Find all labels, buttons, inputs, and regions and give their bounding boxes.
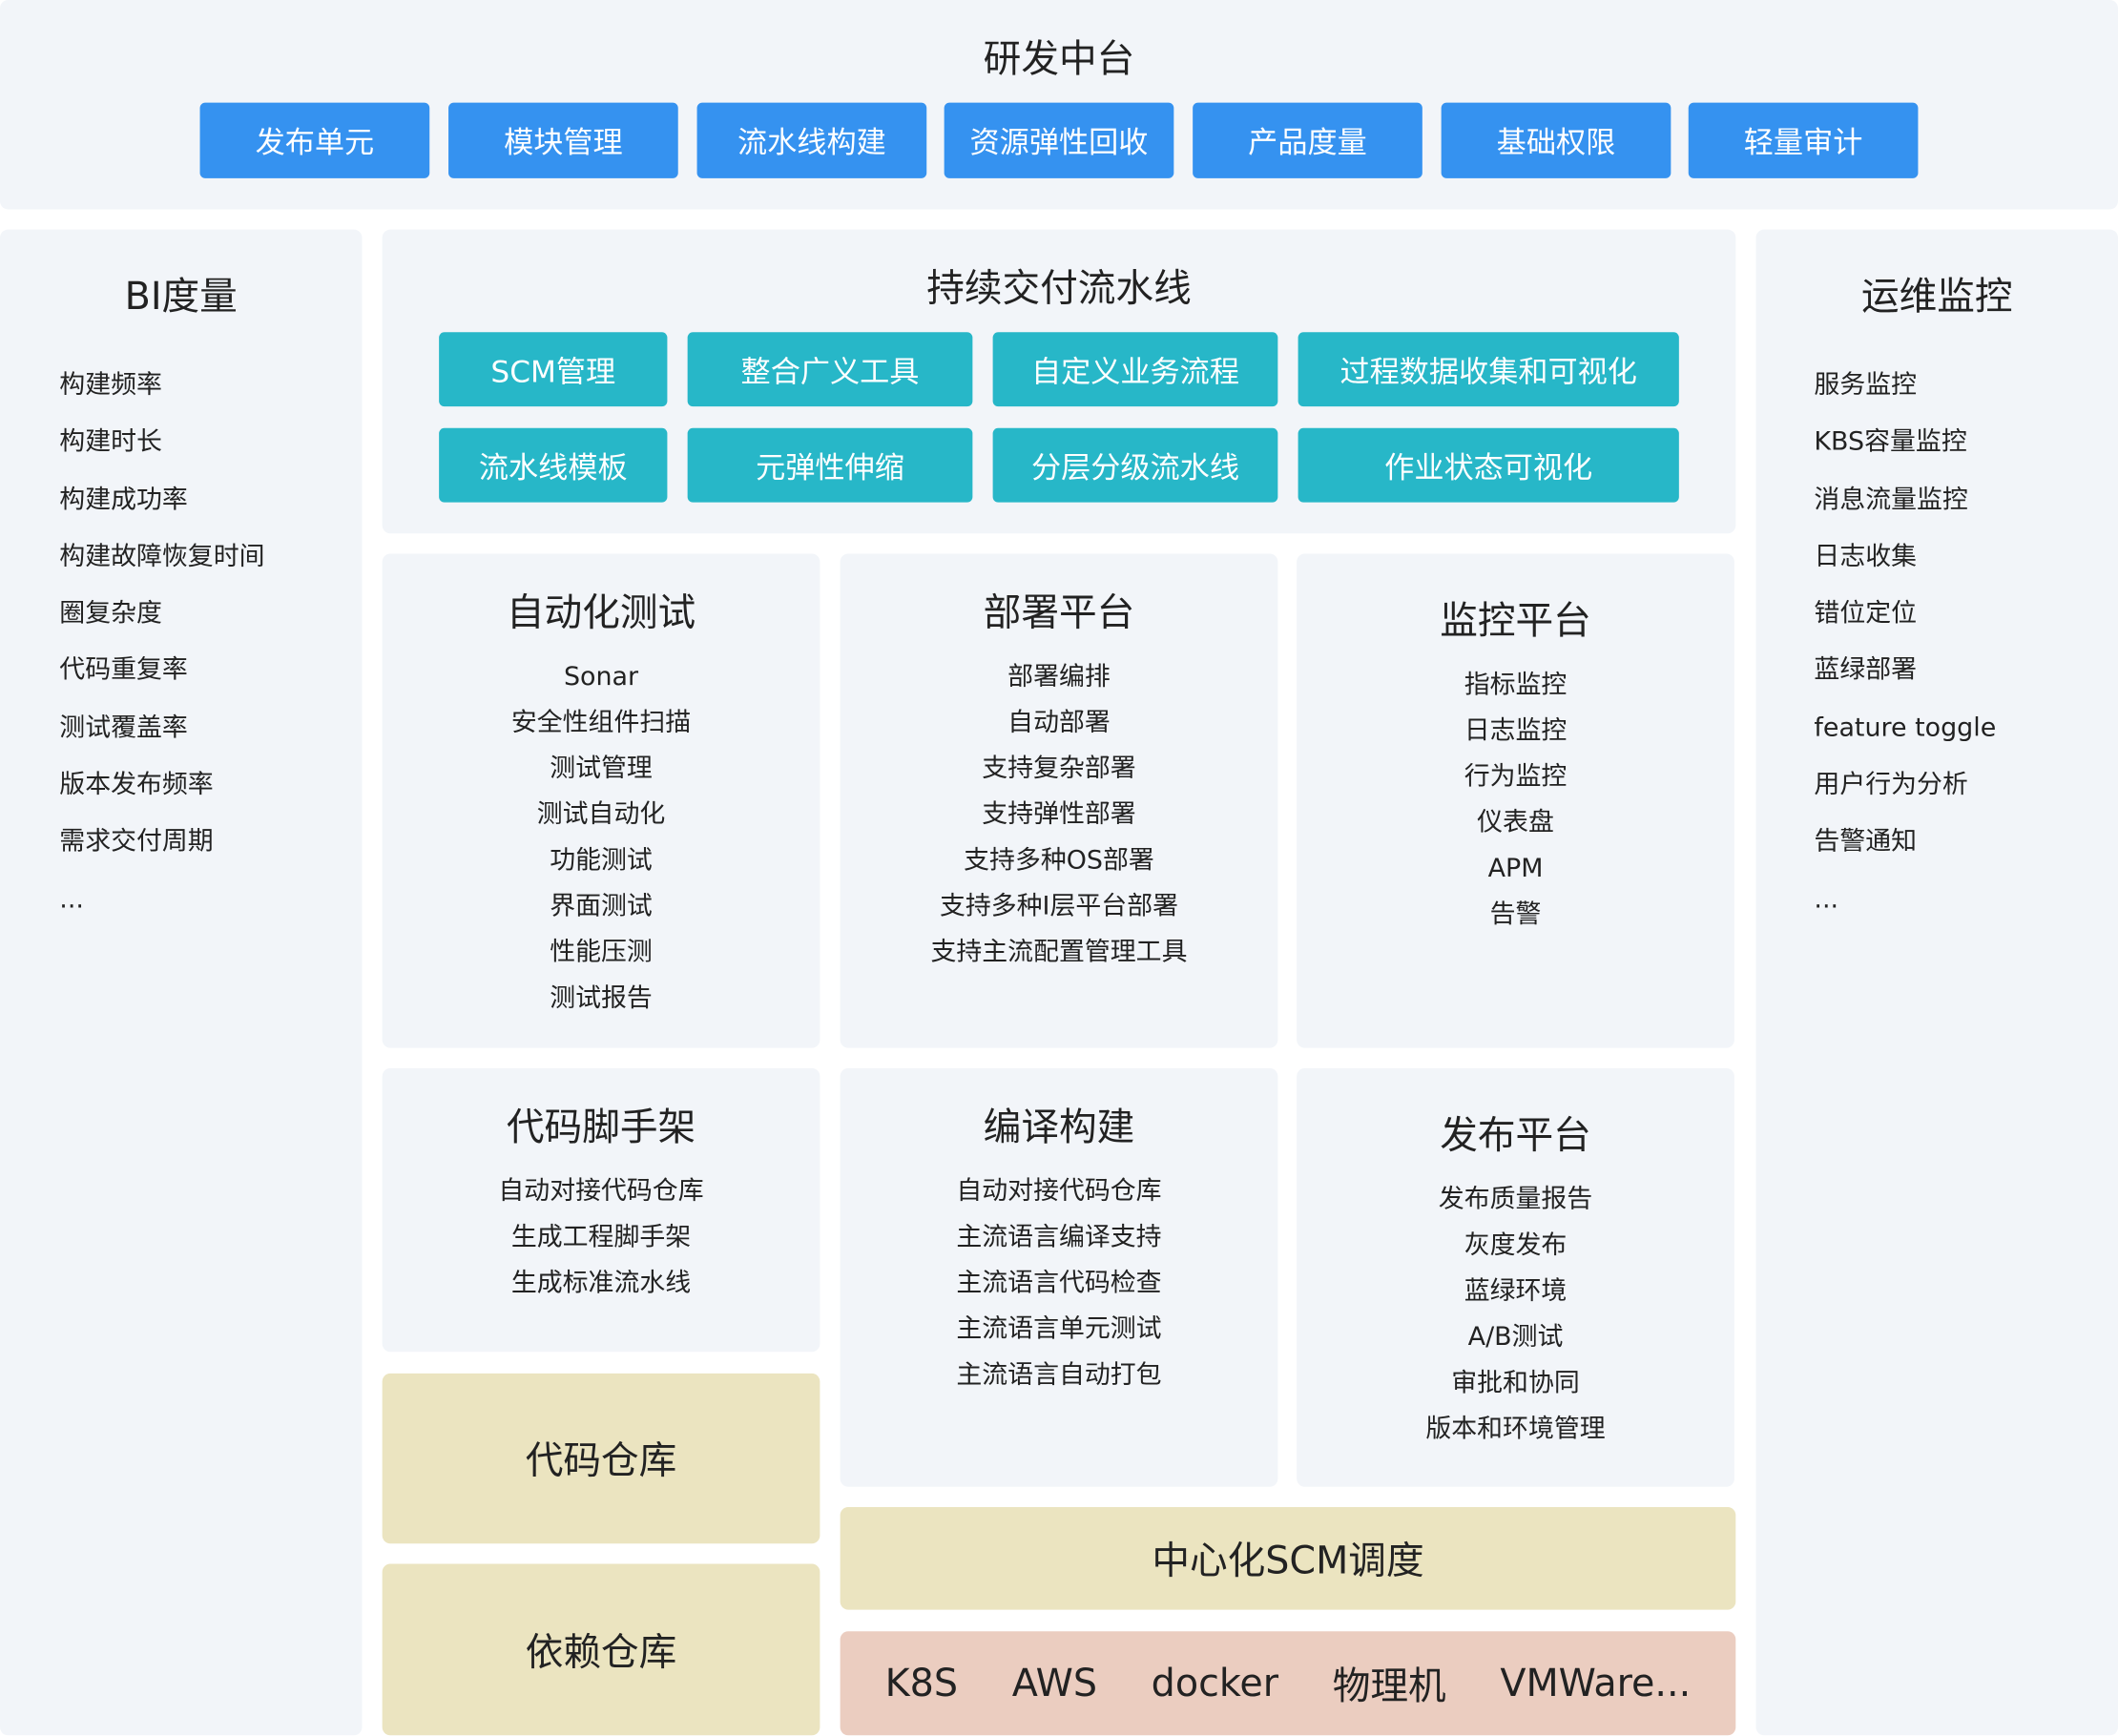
monitor-item: 日志监控 [1464, 715, 1568, 746]
autotest-item: 安全性组件扫描 [510, 707, 692, 738]
release-item: 蓝绿环境 [1464, 1275, 1568, 1307]
autotest-item: 测试自动化 [536, 799, 666, 830]
release-item: 灰度发布 [1464, 1230, 1568, 1260]
rd-module-button[interactable]: 产品度量 [1193, 102, 1422, 178]
cd-title: 持续交付流水线 [926, 265, 1192, 311]
release-item: 版本和环境管理 [1425, 1414, 1606, 1444]
infrastructure-block: K8S AWS docker 物理机 VMWare... [840, 1631, 1736, 1736]
rd-module-button[interactable]: 模块管理 [448, 102, 678, 178]
monitor-item: APM [1487, 853, 1544, 883]
autotest-panel: 自动化测试 Sonar 安全性组件扫描测试管理测试自动化功能测试界面测试性能压测测… [382, 553, 820, 1048]
monitor-panel: 监控平台 指标监控日志监控行为监控仪表盘 APM 告警 [1297, 553, 1734, 1048]
scaffold-title: 代码脚手架 [506, 1105, 696, 1149]
ops-monitor-item: 消息流量监控 [1814, 484, 1968, 514]
cd-feature-button[interactable]: 元弹性伸缩 [687, 427, 973, 503]
infra-item: VMWare... [1500, 1661, 1692, 1706]
monitor-item: 告警 [1489, 899, 1542, 930]
rd-platform-panel: 研发中台 发布单元模块管理流水线构建资源弹性回收产品度量基础权限轻量审计 [0, 0, 2118, 210]
infra-item: docker [1151, 1661, 1279, 1706]
cd-feature-button[interactable]: 过程数据收集和可视化 [1298, 332, 1679, 407]
autotest-item: 测试管理 [550, 754, 653, 784]
cd-pipeline-panel: 持续交付流水线 SCM管理整合广义工具自定义业务流程过程数据收集和可视化流水线模… [382, 229, 1736, 534]
scaffold-item: 自动对接代码仓库 [498, 1176, 704, 1207]
bi-metric-item: 版本发布频率 [59, 770, 214, 800]
rd-module-button[interactable]: 发布单元 [199, 102, 430, 178]
ops-monitor-item: KBS容量监控 [1814, 426, 1967, 457]
bi-metric-item: 构建成功率 [59, 484, 188, 514]
infra-item: K8S [884, 1661, 959, 1706]
deploy-item: 支持多种I层平台部署 [939, 891, 1178, 921]
bi-metric-item: 圈复杂度 [59, 598, 162, 629]
release-item: A/B测试 [1467, 1322, 1564, 1353]
deploy-item: 支持主流配置管理工具 [930, 937, 1188, 967]
scaffold-panel: 代码脚手架 自动对接代码仓库生成工程脚手架生成标准流水线 [382, 1067, 820, 1353]
cd-feature-button[interactable]: 分层分级流水线 [992, 427, 1278, 503]
deploy-item: 支持复杂部署 [982, 754, 1136, 784]
rd-platform-title: 研发中台 [983, 36, 1135, 81]
code-repo-block: 代码仓库 [382, 1373, 820, 1544]
compile-item: 主流语言自动打包 [956, 1359, 1162, 1390]
bi-metric-item: 构建频率 [59, 369, 162, 401]
ops-monitor-item: 蓝绿部署 [1814, 655, 1918, 686]
ops-panel: 运维监控 服务监控 KBS容量监控消息流量监控日志收集错位定位蓝绿部署 featur… [1755, 229, 2118, 1736]
ops-title: 运维监控 [1860, 274, 2013, 320]
deploy-item: 部署编排 [1007, 661, 1111, 692]
autotest-item: 测试报告 [550, 982, 653, 1013]
rd-module-button[interactable]: 基础权限 [1441, 102, 1672, 178]
bi-metric-item: 构建时长 [59, 426, 162, 457]
compile-item: 主流语言编译支持 [956, 1222, 1162, 1252]
autotest-item: 界面测试 [550, 891, 653, 921]
rd-module-button[interactable]: 资源弹性回收 [944, 102, 1174, 178]
rd-module-button[interactable]: 轻量审计 [1688, 102, 1919, 178]
ops-monitor-item: ... [1814, 883, 1839, 915]
ops-monitor-item: 用户行为分析 [1814, 770, 1968, 800]
cd-feature-button[interactable]: 作业状态可视化 [1298, 427, 1679, 503]
ops-monitor-item: 服务监控 [1814, 369, 1918, 401]
infra-item: AWS [1011, 1661, 1098, 1706]
infra-item: 物理机 [1332, 1663, 1446, 1708]
deploy-item: 支持多种OS部署 [964, 845, 1154, 876]
bi-title: BI度量 [124, 274, 238, 320]
autotest-item: 性能压测 [550, 937, 653, 967]
compile-item: 自动对接代码仓库 [956, 1176, 1162, 1207]
scaffold-item: 生成标准流水线 [510, 1268, 692, 1298]
scm-scheduling-block: 中心化SCM调度 [840, 1507, 1736, 1610]
deploy-panel: 部署平台 部署编排自动部署支持复杂部署支持弹性部署支持多种OS部署支持多种I层平… [840, 553, 1278, 1048]
ops-monitor-item: 告警通知 [1814, 827, 1918, 858]
deploy-item: 支持弹性部署 [982, 799, 1136, 830]
compile-panel: 编译构建 自动对接代码仓库主流语言编译支持主流语言代码检查主流语言单元测试主流语… [840, 1067, 1278, 1487]
deploy-title: 部署平台 [983, 589, 1135, 635]
bi-metric-item: 代码重复率 [59, 655, 188, 686]
bi-metric-item: 需求交付周期 [59, 827, 214, 858]
compile-item: 主流语言单元测试 [956, 1313, 1162, 1344]
autotest-item: 功能测试 [550, 845, 653, 876]
autotest-item: Sonar [563, 661, 639, 692]
monitor-item: 仪表盘 [1477, 807, 1554, 837]
compile-title: 编译构建 [983, 1105, 1135, 1149]
release-title: 发布平台 [1440, 1112, 1591, 1158]
monitor-title: 监控平台 [1440, 598, 1591, 643]
bi-metric-item: 构建故障恢复时间 [59, 541, 265, 571]
bi-panel: BI度量 构建频率构建时长构建成功率构建故障恢复时间圈复杂度代码重复率测试覆盖率… [0, 229, 363, 1736]
deploy-item: 自动部署 [1007, 707, 1111, 738]
release-item: 发布质量报告 [1438, 1184, 1593, 1214]
scaffold-item: 生成工程脚手架 [510, 1222, 692, 1252]
ops-monitor-item: 日志收集 [1814, 541, 1918, 571]
bi-metric-item: ... [59, 883, 84, 915]
release-panel: 发布平台 发布质量报告灰度发布蓝绿环境 A/B测试审批和协同版本和环境管理 [1297, 1067, 1734, 1487]
cd-feature-button[interactable]: SCM管理 [439, 332, 668, 407]
monitor-item: 指标监控 [1464, 670, 1568, 700]
ops-monitor-item: feature toggle [1814, 713, 1997, 743]
release-item: 审批和协同 [1451, 1368, 1580, 1398]
dependency-repo-block: 依赖仓库 [382, 1563, 820, 1736]
cd-feature-button[interactable]: 流水线模板 [439, 427, 668, 503]
cd-feature-button[interactable]: 自定义业务流程 [992, 332, 1278, 407]
monitor-item: 行为监控 [1464, 761, 1568, 792]
compile-item: 主流语言代码检查 [956, 1268, 1162, 1298]
rd-module-button[interactable]: 流水线构建 [696, 102, 927, 178]
bi-metric-item: 测试覆盖率 [59, 713, 188, 743]
autotest-title: 自动化测试 [506, 589, 696, 635]
cd-feature-button[interactable]: 整合广义工具 [687, 332, 973, 407]
ops-monitor-item: 错位定位 [1814, 598, 1918, 629]
